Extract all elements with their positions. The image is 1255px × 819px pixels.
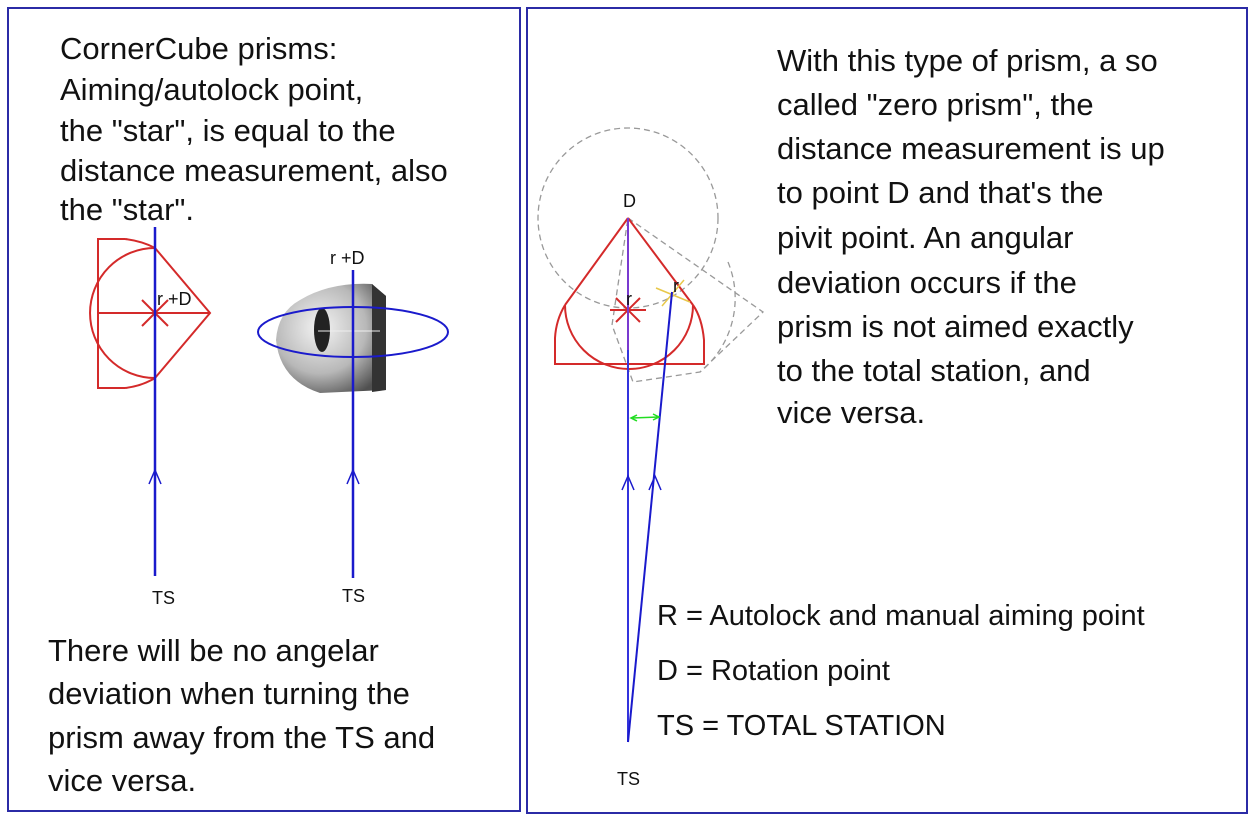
legend-item: D = Rotation point <box>657 655 890 687</box>
left-footer: There will be no angelar deviation when … <box>48 633 435 798</box>
cornercube-photo <box>276 283 386 393</box>
r-label: r <box>673 276 679 296</box>
arrow-up-icon <box>648 474 662 491</box>
text-line: to the total station, and <box>777 353 1091 388</box>
right-panel: With this type of prism, a so called "ze… <box>526 7 1248 814</box>
beams <box>621 218 673 743</box>
heading-line: the "star". <box>60 192 194 227</box>
heading-line: Aiming/autolock point, <box>60 72 363 107</box>
legend-item: TS = TOTAL STATION <box>657 710 946 742</box>
text-line: deviation occurs if the <box>777 265 1077 300</box>
point-d-label: D <box>623 191 636 211</box>
deviation-angle-arrow <box>629 413 661 422</box>
rd-label: r +D <box>157 289 192 309</box>
text-line: to point D and that's the <box>777 175 1103 210</box>
beam-right <box>257 270 449 578</box>
text-line: prism is not aimed exactly <box>777 309 1134 344</box>
right-panel-frame <box>526 7 1248 814</box>
ts-label: TS <box>342 586 365 606</box>
footer-line: deviation when turning the <box>48 676 410 711</box>
arrow-up-icon <box>621 474 635 491</box>
prism-arc <box>89 247 156 379</box>
ts-label: TS <box>617 769 640 789</box>
r-label: r <box>626 289 632 309</box>
arrow-up-icon <box>148 468 162 485</box>
right-text: With this type of prism, a so called "ze… <box>777 43 1165 430</box>
legend-item: R = Autolock and manual aiming point <box>657 600 1145 632</box>
rotation-dashed-guides <box>537 127 765 383</box>
footer-line: vice versa. <box>48 763 196 798</box>
text-line: pivit point. An angular <box>777 220 1073 255</box>
beam-left <box>148 227 162 576</box>
heading-line: the "star", is equal to the <box>60 113 396 148</box>
rotation-ellipse <box>257 306 449 358</box>
heading-line: distance measurement, also <box>60 153 448 188</box>
left-panel-frame <box>7 7 521 812</box>
cornercube-section-drawing <box>89 238 212 389</box>
text-line: With this type of prism, a so <box>777 43 1158 78</box>
ts-label: TS <box>152 588 175 608</box>
heading-line: CornerCube prisms: <box>60 31 337 66</box>
rd-label: r +D <box>330 248 365 268</box>
text-line: distance measurement is up <box>777 131 1165 166</box>
text-line: vice versa. <box>777 395 925 430</box>
legend: R = Autolock and manual aiming point D =… <box>657 600 1145 742</box>
left-heading: CornerCube prisms: Aiming/autolock point… <box>60 31 448 227</box>
arrow-up-icon <box>346 468 360 485</box>
footer-line: prism away from the TS and <box>48 720 435 755</box>
text-line: called "zero prism", the <box>777 87 1094 122</box>
left-panel: CornerCube prisms: Aiming/autolock point… <box>7 7 521 812</box>
rotated-star-mark <box>655 279 691 307</box>
footer-line: There will be no angelar <box>48 633 379 668</box>
